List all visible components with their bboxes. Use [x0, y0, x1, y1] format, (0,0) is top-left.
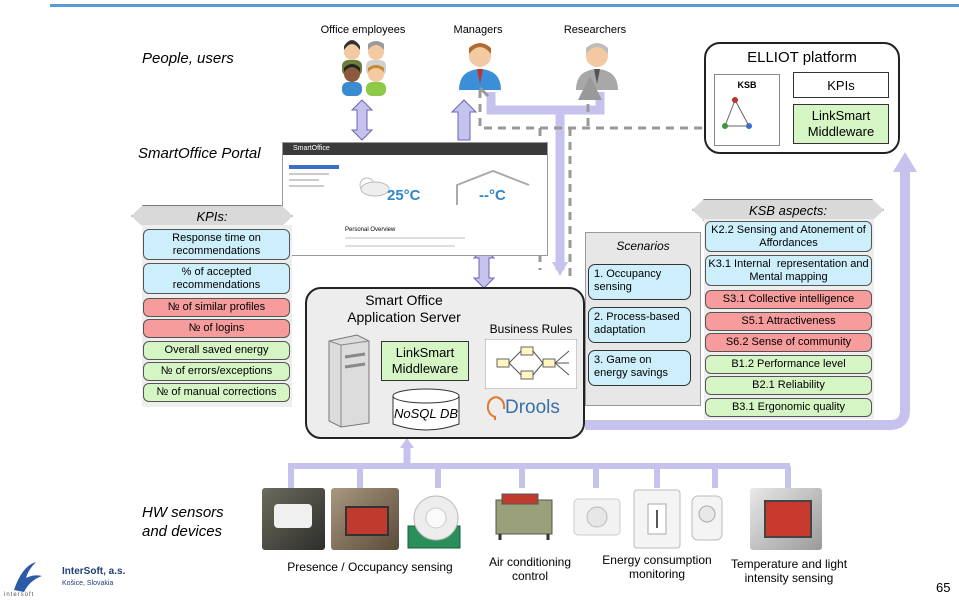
ksb-item: K2.2 Sensing and Atonement of Affordance…: [705, 221, 872, 252]
ksb-item: S3.1 Collective intelligence: [705, 290, 872, 309]
presence-sensor-photo: [262, 488, 325, 550]
wall-socket-photo: [573, 498, 621, 536]
scenario-item: 2. Process-based adaptation: [588, 307, 691, 343]
drools-logo-icon: [486, 396, 506, 420]
house-outline-icon: [456, 169, 530, 205]
portal-screenshot: SmartOffice 25°C --°C Personal Overview: [282, 142, 548, 256]
caption-energy: Energy consumption monitoring: [602, 553, 712, 581]
ksb-item: S6.2 Sense of community: [705, 333, 872, 352]
kpi-item: % of accepted recommendations: [143, 263, 290, 294]
drools-label: Drools: [505, 397, 560, 418]
kpi-item: Overall saved energy: [143, 341, 290, 360]
manager-icon: [459, 43, 501, 90]
top-rule: [50, 4, 959, 7]
caption-temperature: Temperature and light intensity sensing: [730, 557, 848, 585]
pir-sensor-photo: [407, 495, 461, 549]
kpi-item: Response time on recommendations: [143, 229, 290, 260]
portal-section-title: Personal Overview: [345, 227, 396, 233]
nosql-label: NoSQL DB: [393, 406, 459, 421]
scenarios-header: Scenarios: [616, 239, 670, 253]
caption-presence: Presence / Occupancy sensing: [287, 560, 453, 574]
server-tower-icon: [328, 334, 370, 428]
kpi-item: № of similar profiles: [143, 298, 290, 317]
scenario-item: 3. Game on energy savings: [588, 350, 691, 386]
portal-line: [345, 245, 455, 247]
light-switch-photo: [633, 489, 681, 549]
business-rules-label: Business Rules: [489, 322, 573, 336]
ksb-triangle-icon: [722, 97, 752, 129]
ksb-item: B3.1 Ergonomic quality: [705, 398, 872, 417]
ksb-header-ribbon: KSB aspects:: [692, 199, 884, 221]
weather-cloud-icon: [359, 177, 390, 197]
ksb-item: S5.1 Attractiveness: [705, 312, 872, 331]
intersoft-logo-text: intersoft: [4, 592, 35, 598]
ksb-item: B2.1 Reliability: [705, 376, 872, 395]
section-portal-label: SmartOffice Portal: [138, 145, 261, 162]
kpis-header-ribbon: KPIs:: [131, 205, 293, 227]
caption-aircon: Air conditioning control: [488, 555, 572, 583]
office-employees-icon: [342, 40, 386, 96]
elliot-kpis-box: KPIs: [793, 72, 889, 98]
application-server-panel: Smart Office Application Server LinkSmar…: [305, 287, 585, 439]
temperature-sensor-photo: [750, 488, 822, 550]
portal-app-title: SmartOffice: [283, 143, 547, 155]
section-people-label: People, users: [142, 50, 234, 67]
role-managers-label: Managers: [453, 24, 503, 36]
page-number: 65: [936, 580, 951, 595]
business-rules-diagram: [485, 339, 577, 389]
ksb-item: B1.2 Performance level: [705, 355, 872, 374]
smart-plug-photo: [691, 495, 723, 541]
company-name: InterSoft, a.s.: [62, 566, 126, 577]
role-researchers-label: Researchers: [563, 24, 627, 36]
nosql-database-icon: [392, 388, 460, 431]
intersoft-logo-icon: [14, 562, 42, 592]
kpi-item: № of errors/exceptions: [143, 362, 290, 381]
server-title: Smart Office Application Server: [347, 292, 461, 325]
ksb-diagram-label: KSB: [737, 80, 757, 90]
role-office-label: Office employees: [320, 24, 406, 36]
company-location: Košice, Slovakia: [62, 580, 114, 587]
section-hw-label: HW sensors and devices: [142, 504, 224, 540]
occupancy-board-photo: [331, 488, 399, 550]
portal-line: [345, 237, 465, 239]
portal-temp-outside: --°C: [479, 187, 506, 204]
elliot-platform-panel: ELLIOT platform KSB KPIs LinkSmart Middl…: [704, 42, 900, 154]
portal-sidebar: [289, 165, 339, 205]
ksb-diagram: KSB: [714, 74, 780, 146]
kpi-item: № of logins: [143, 319, 290, 338]
portal-temp-inside: 25°C: [387, 187, 421, 204]
elliot-linksmart-box: LinkSmart Middleware: [793, 104, 889, 144]
scenario-item: 1. Occupancy sensing: [588, 264, 691, 300]
server-linksmart-box: LinkSmart Middleware: [381, 341, 469, 381]
aircon-controller-photo: [495, 493, 553, 540]
elliot-title: ELLIOT platform: [747, 49, 857, 66]
kpi-item: № of manual corrections: [143, 383, 290, 402]
ksb-item: K3.1 Internal representation and Mental …: [705, 255, 872, 286]
